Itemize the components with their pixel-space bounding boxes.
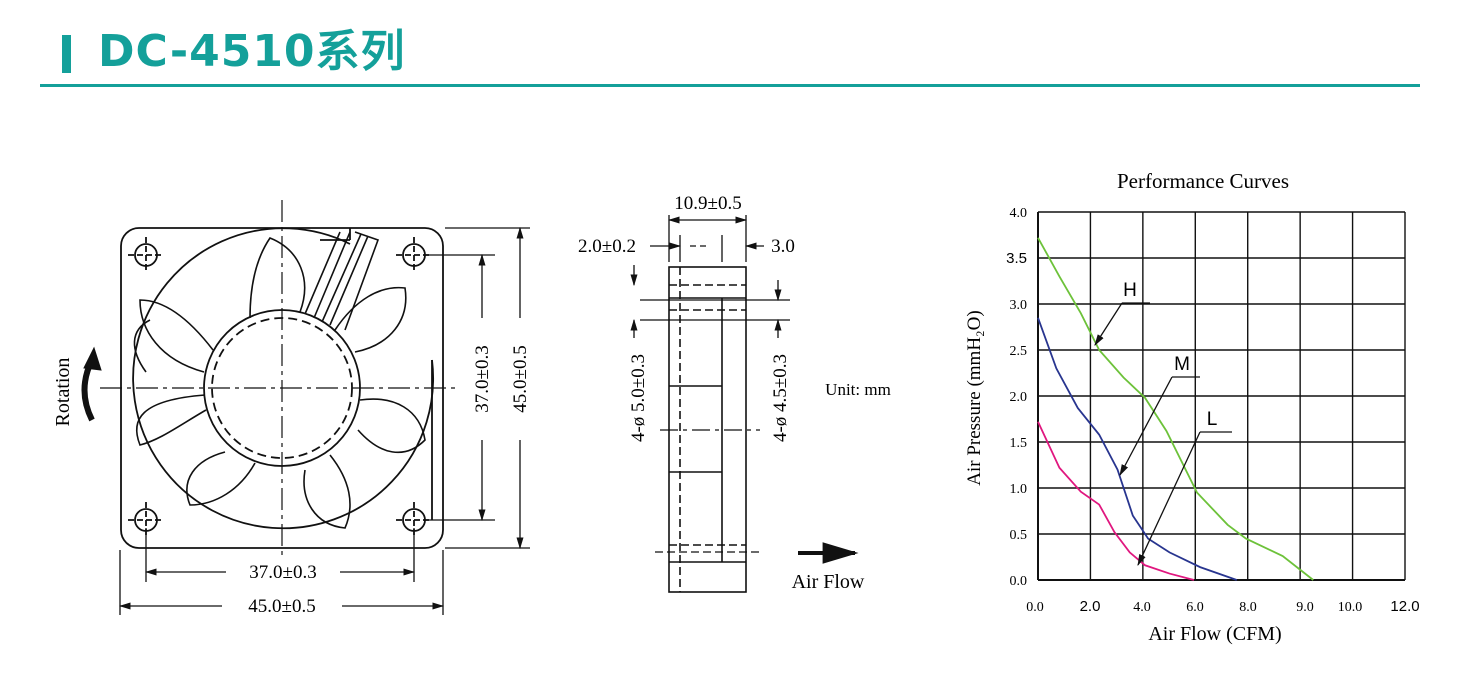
y-tick-label: 3.0 (1010, 298, 1028, 313)
rotation-label: Rotation (52, 358, 74, 427)
performance-chart: Performance Curves 0.0 2.0 4.0 6.0 8.0 9.0 10.… (964, 169, 1420, 645)
unit-label: Unit: mm (825, 380, 891, 399)
y-tick-label: 3.5 (1006, 250, 1027, 267)
x-tick-label: 8.0 (1239, 600, 1257, 615)
fan-blades (133, 237, 426, 529)
dim-side-right: 3.0 (771, 236, 795, 257)
chart-series (1037, 237, 1314, 581)
y-tick-label: 1.0 (1010, 482, 1028, 497)
page-header: DC-4510系列 (0, 0, 1471, 90)
callout-leader (1094, 302, 1123, 346)
fan-side-view (640, 266, 790, 593)
chart-grid (1037, 211, 1406, 581)
x-tick-label: 12.0 (1390, 598, 1419, 615)
y-tick-label: 0.0 (1010, 574, 1028, 589)
dim-side-left: 2.0±0.2 (578, 236, 636, 257)
lead-wires (304, 231, 380, 331)
airflow-label: Air Flow (792, 571, 865, 593)
dim-side-width: 10.9±0.5 (674, 193, 741, 214)
dim-outer-vertical: 45.0±0.5 (510, 345, 531, 412)
x-axis-label: Air Flow (CFM) (1148, 623, 1281, 645)
page-title: DC-4510系列 (98, 26, 406, 77)
series-callouts: H M L (1094, 280, 1232, 567)
dim-inner-horizontal: 37.0±0.3 (249, 562, 316, 583)
title-divider (40, 84, 1420, 87)
dim-outer-horizontal: 45.0±0.5 (248, 596, 315, 617)
chart-title: Performance Curves (1117, 169, 1289, 193)
fan-front-view (81, 200, 460, 560)
callout-leader (1119, 376, 1173, 477)
series-line-H (1037, 237, 1314, 581)
y-tick-label: 2.0 (1010, 390, 1028, 405)
x-tick-label: 0.0 (1026, 600, 1044, 615)
callout-label-M: M (1174, 354, 1190, 375)
x-tick-label: 4.0 (1133, 600, 1151, 615)
dim-inner-vertical: 37.0±0.3 (472, 345, 493, 412)
y-tick-label: 1.5 (1010, 436, 1028, 451)
callout-label-H: H (1123, 280, 1137, 301)
series-line-L (1037, 421, 1195, 581)
x-tick-label: 10.0 (1338, 600, 1363, 615)
y-tick-label: 4.0 (1010, 206, 1028, 221)
callout-label-L: L (1207, 409, 1218, 430)
y-tick-label: 2.5 (1010, 344, 1028, 359)
hole-dim-right: 4-ø 4.5±0.3 (770, 354, 791, 442)
fan-housing-ring (132, 227, 435, 530)
x-tick-label: 2.0 (1080, 598, 1101, 615)
x-tick-label: 9.0 (1296, 600, 1314, 615)
mounting-hole-tl (128, 237, 164, 273)
y-tick-label: 0.5 (1010, 528, 1028, 543)
chart-ticks: 0.0 2.0 4.0 6.0 8.0 9.0 10.0 12.0 0.0 0.5 1.0 1.5 2.… (1006, 206, 1419, 615)
title-accent-bar (62, 35, 71, 73)
x-tick-label: 6.0 (1186, 600, 1204, 615)
y-axis-label: Air Pressure (mmH₂O) (964, 310, 985, 485)
hole-dim-left: 4-ø 5.0±0.3 (628, 354, 649, 442)
series-line-M (1037, 317, 1238, 581)
callout-leader (1137, 431, 1201, 567)
